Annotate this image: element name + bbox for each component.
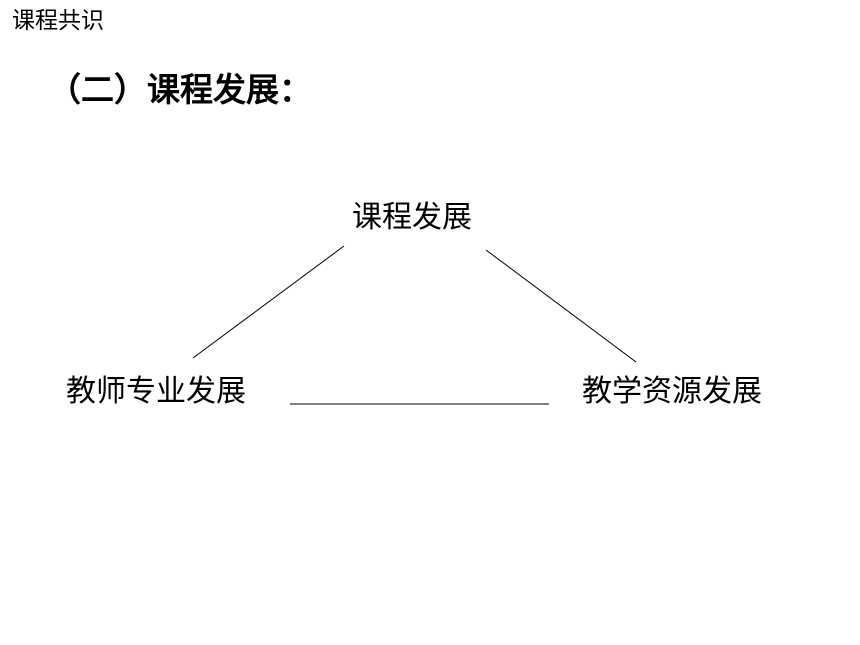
node-teaching-resource-development: 教学资源发展	[582, 374, 762, 409]
connector-top-right	[485, 249, 637, 363]
node-teacher-professional-development: 教师专业发展	[66, 374, 246, 409]
section-title: （二）课程发展：	[48, 70, 312, 109]
connector-top-left	[192, 245, 345, 359]
page-header: 课程共识	[12, 8, 104, 34]
node-curriculum-development: 课程发展	[352, 200, 472, 235]
